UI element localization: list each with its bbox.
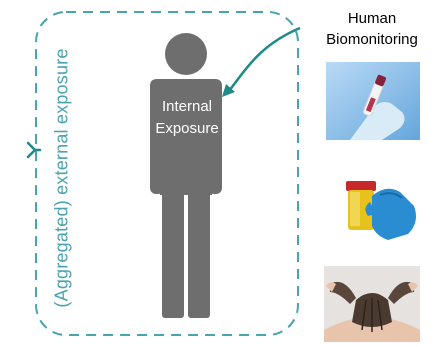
internal-exposure-label: Internal Exposure [142, 96, 232, 140]
internal-exposure-line1: Internal [161, 98, 213, 115]
external-exposure-boundary [35, 11, 299, 336]
human-biomonitoring-line1: Human [347, 10, 397, 27]
urine-sample-photo [326, 168, 422, 244]
external-exposure-label: (Aggregated) external exposure [51, 48, 72, 308]
hbm-arrow-head-icon [222, 84, 235, 97]
human-biomonitoring-line2: Biomonitoring [326, 31, 418, 48]
hair-sample-photo [324, 266, 420, 342]
human-biomonitoring-label: Human Biomonitoring [310, 8, 434, 50]
human-silhouette [150, 33, 222, 318]
blood-sample-photo [326, 62, 420, 140]
inward-arrow-icon [26, 141, 42, 159]
internal-exposure-line2: Exposure [155, 120, 219, 137]
hbm-arrow [228, 26, 301, 92]
